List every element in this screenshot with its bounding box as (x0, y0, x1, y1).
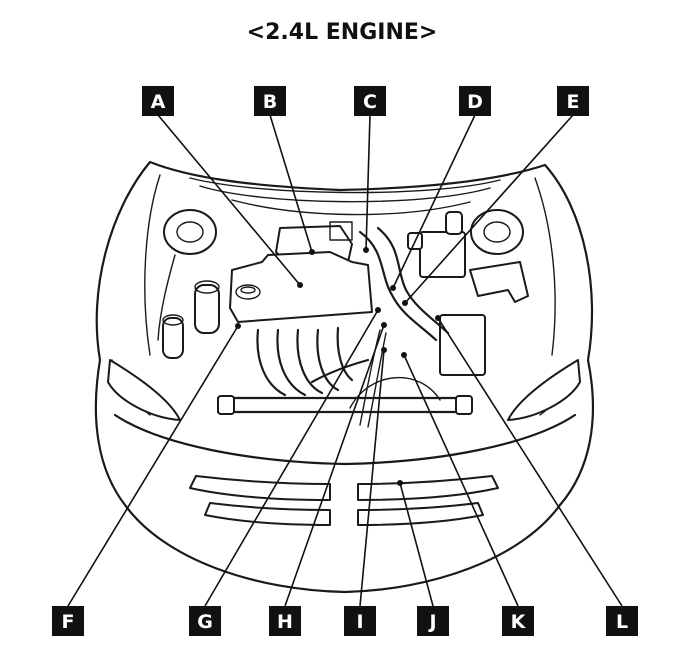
callout-l: L (606, 606, 638, 636)
dot-f (235, 323, 241, 329)
dot-l (435, 315, 441, 321)
leader-d (392, 114, 476, 289)
callout-f: F (52, 606, 84, 636)
dot-b (309, 249, 315, 255)
callout-i: I (344, 606, 376, 636)
leader-f (67, 325, 239, 607)
callout-d: D (459, 86, 491, 116)
svg-text:B: B (263, 91, 277, 113)
svg-text:K: K (511, 611, 527, 633)
leader-e (404, 114, 574, 304)
leader-c (365, 114, 371, 251)
dot-e (402, 300, 408, 306)
dot-d (390, 285, 396, 291)
svg-text:J: J (427, 611, 436, 633)
callout-e: E (557, 86, 589, 116)
svg-text:C: C (363, 91, 377, 113)
callout-row-bottom: F G H I J K L (52, 606, 638, 636)
leader-i (359, 349, 385, 607)
svg-text:E: E (567, 91, 580, 113)
leader-j (399, 482, 434, 607)
svg-text:I: I (356, 611, 363, 633)
leader-lines (67, 114, 623, 607)
leader-a (157, 114, 301, 286)
dot-g (375, 307, 381, 313)
leader-h (284, 324, 385, 607)
leader-l (437, 317, 623, 607)
svg-text:H: H (277, 611, 293, 633)
callout-a: A (142, 86, 174, 116)
leader-end-dots (235, 247, 441, 486)
callout-j: J (417, 606, 449, 636)
dot-a (297, 282, 303, 288)
leader-k (403, 354, 519, 607)
svg-text:F: F (62, 611, 75, 633)
callout-k: K (502, 606, 534, 636)
callout-c: C (354, 86, 386, 116)
callout-h: H (269, 606, 301, 636)
svg-text:D: D (467, 91, 483, 113)
svg-text:A: A (151, 91, 166, 113)
leader-b (269, 114, 313, 253)
svg-text:L: L (616, 611, 628, 633)
callout-g: G (189, 606, 221, 636)
dot-j (397, 480, 403, 486)
dot-c (363, 247, 369, 253)
callout-b: B (254, 86, 286, 116)
callout-row-top: A B C D E (142, 86, 589, 116)
dot-k (401, 352, 407, 358)
dot-i (381, 347, 387, 353)
leader-g (204, 309, 379, 607)
vehicle-front-illustration (94, 160, 594, 594)
diagram-title: <2.4L ENGINE> (247, 20, 438, 45)
dot-h (381, 322, 387, 328)
svg-text:G: G (197, 611, 213, 633)
